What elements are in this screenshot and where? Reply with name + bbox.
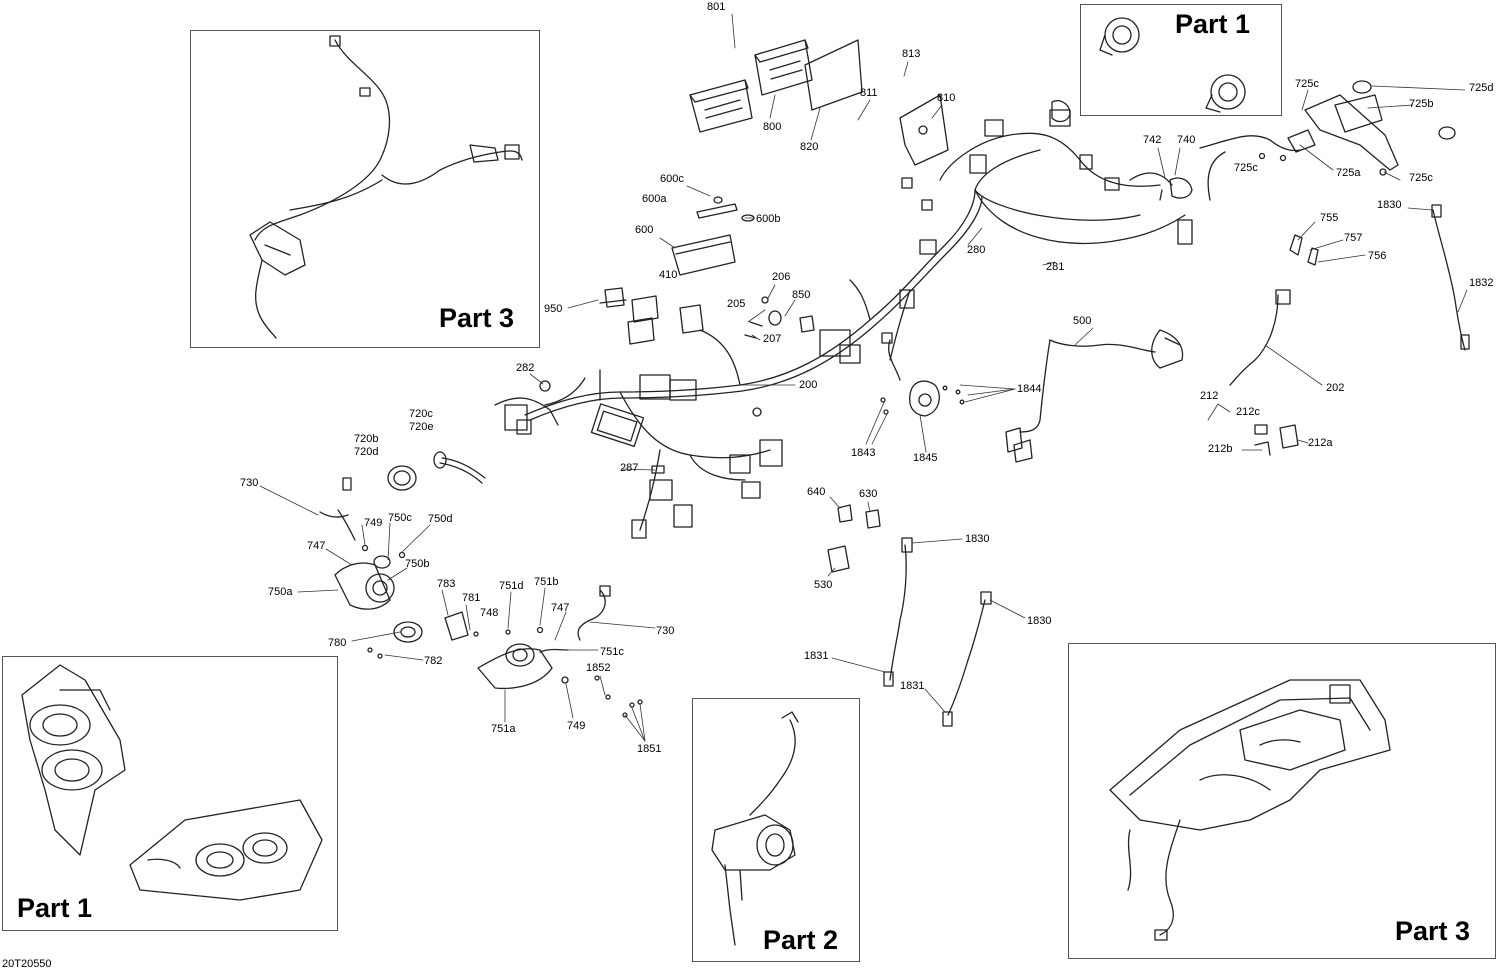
drawing-code: 20T20550 — [2, 958, 52, 970]
callout-725c: 725c — [1409, 172, 1433, 184]
callout-1831: 1831 — [804, 650, 829, 662]
callout-780: 780 — [328, 637, 347, 649]
callout-811: 811 — [860, 87, 878, 99]
callout-600c: 600c — [660, 173, 684, 185]
inset-part3-top: Part 3 — [190, 30, 540, 348]
inset-label: Part 3 — [439, 303, 515, 333]
callout-800: 800 — [763, 121, 782, 133]
callout-212c: 212c — [1236, 406, 1260, 418]
callout-751d: 751d — [499, 580, 524, 592]
callout-747: 747 — [307, 540, 326, 552]
inset-part1-top-drawing — [1099, 17, 1246, 113]
module-drawings — [539, 39, 949, 474]
callout-783: 783 — [437, 578, 456, 590]
callout-810: 810 — [937, 92, 956, 104]
callout-410: 410 — [659, 269, 678, 281]
inset-part3-bottom-drawing — [1109, 679, 1391, 941]
inset-label: Part 1 — [17, 893, 93, 923]
center-sensors-drawing — [827, 332, 992, 727]
inset-label: Part 2 — [763, 925, 839, 955]
callout-749: 749 — [364, 517, 383, 529]
callout-1852: 1852 — [586, 662, 611, 674]
callout-600: 600 — [635, 224, 654, 236]
callout-755: 755 — [1320, 212, 1339, 224]
callout-1843: 1843 — [851, 447, 876, 459]
callout-850: 850 — [792, 289, 811, 301]
callout-725c: 725c — [1295, 78, 1319, 90]
callout-212: 212 — [1200, 390, 1219, 402]
callout-725d: 725d — [1469, 82, 1494, 94]
callout-757: 757 — [1344, 232, 1363, 244]
callout-1830: 1830 — [965, 533, 990, 545]
callout-720b: 720b — [354, 433, 379, 445]
callout-280: 280 — [967, 244, 986, 256]
callout-530: 530 — [814, 579, 833, 591]
inset-part1-top: Part 1 — [1080, 4, 1282, 116]
callout-781: 781 — [462, 592, 481, 604]
callout-730: 730 — [656, 625, 675, 637]
callout-1851: 1851 — [637, 743, 662, 755]
callout-720d: 720d — [354, 446, 379, 458]
inset-part3-bottom: Part 3 — [1068, 643, 1496, 959]
inset-part2-drawing — [711, 711, 799, 946]
callout-820: 820 — [800, 141, 819, 153]
callout-205: 205 — [727, 298, 746, 310]
callout-600b: 600b — [756, 213, 781, 225]
callout-1830: 1830 — [1027, 615, 1052, 627]
callout-751c: 751c — [600, 646, 624, 658]
callout-750a: 750a — [268, 586, 293, 598]
callout-782: 782 — [424, 655, 443, 667]
callout-212b: 212b — [1208, 443, 1233, 455]
callout-813: 813 — [902, 48, 921, 60]
inset-label: Part 1 — [1175, 9, 1251, 39]
callout-747: 747 — [551, 602, 570, 614]
callout-282: 282 — [516, 362, 535, 374]
callout-750b: 750b — [405, 558, 430, 570]
lighting-components-drawing — [319, 451, 643, 718]
callout-756: 756 — [1368, 250, 1387, 262]
callout-801: 801 — [707, 1, 726, 13]
callout-749: 749 — [567, 720, 586, 732]
callout-1844: 1844 — [1017, 383, 1042, 395]
callout-725b: 725b — [1409, 98, 1434, 110]
callout-720e: 720e — [409, 421, 434, 433]
inset-part1-bottom-drawing — [21, 664, 323, 901]
callout-281: 281 — [1046, 261, 1065, 273]
callout-500: 500 — [1073, 315, 1092, 327]
callout-600a: 600a — [642, 193, 667, 205]
callout-740: 740 — [1177, 134, 1196, 146]
callout-730: 730 — [240, 477, 259, 489]
callout-748: 748 — [480, 607, 499, 619]
right-components-drawing — [1005, 80, 1470, 463]
callout-742: 742 — [1143, 134, 1162, 146]
callout-206: 206 — [772, 271, 791, 283]
inset-part1-bottom: Part 1 — [2, 656, 338, 931]
callout-1831: 1831 — [900, 680, 925, 692]
callout-950: 950 — [544, 303, 563, 315]
callout-1832: 1832 — [1469, 277, 1494, 289]
callout-1845: 1845 — [913, 452, 938, 464]
callout-207: 207 — [763, 333, 782, 345]
leader-lines — [259, 13, 1468, 742]
callout-640: 640 — [807, 486, 826, 498]
callout-750d: 750d — [428, 513, 453, 525]
inset-part2: Part 2 — [692, 698, 860, 962]
callout-1830: 1830 — [1377, 199, 1402, 211]
callout-630: 630 — [859, 488, 878, 500]
inset-label: Part 3 — [1395, 916, 1471, 946]
inset-part3-top-drawing — [249, 35, 523, 339]
callout-751b: 751b — [534, 576, 559, 588]
callout-202: 202 — [1326, 382, 1345, 394]
callout-750c: 750c — [388, 512, 412, 524]
callout-200: 200 — [799, 379, 818, 391]
callout-287: 287 — [620, 462, 639, 474]
callout-725c: 725c — [1234, 162, 1258, 174]
callout-212a: 212a — [1308, 437, 1333, 449]
callout-751a: 751a — [491, 723, 516, 735]
callout-725a: 725a — [1336, 167, 1361, 179]
main-harness-drawing — [494, 109, 1193, 539]
callout-720c: 720c — [409, 408, 433, 420]
